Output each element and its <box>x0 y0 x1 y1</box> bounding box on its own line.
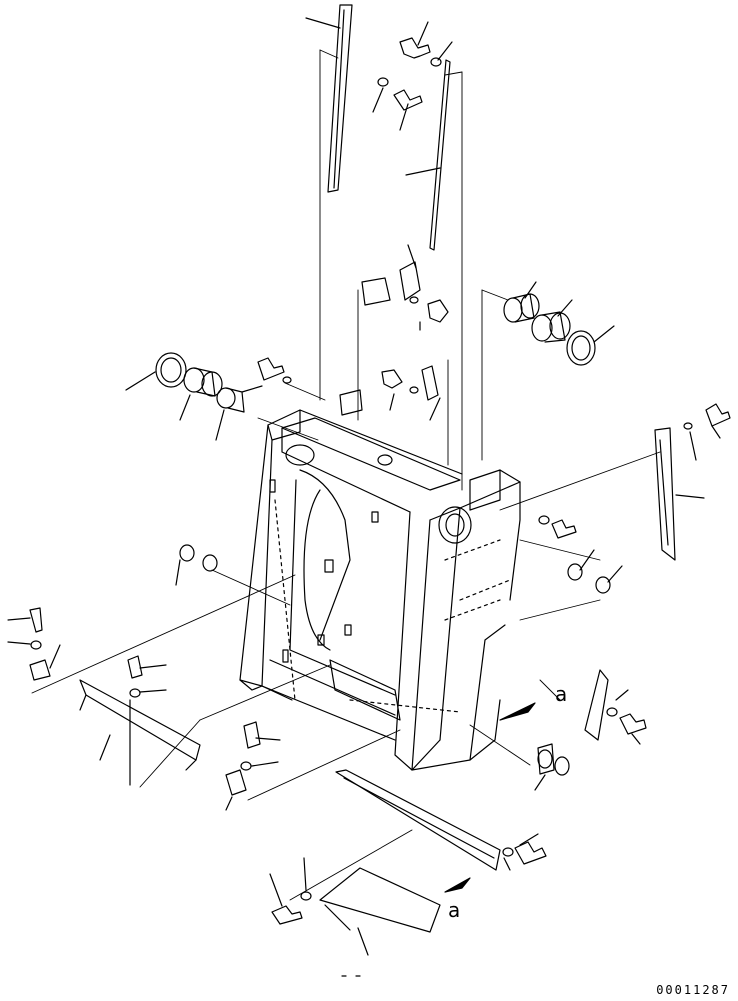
left-small-parts <box>7 544 218 681</box>
callout-letter-a-1: a <box>555 682 568 706</box>
top-strip-part <box>305 4 353 193</box>
bottom-left-angle <box>79 655 281 811</box>
right-side-plate <box>654 403 731 561</box>
left-bushings <box>125 352 292 441</box>
bottom-plates <box>269 769 547 956</box>
document-number: 00011287 <box>656 983 730 997</box>
right-mid-parts <box>534 515 647 791</box>
top-bolts <box>372 21 453 131</box>
main-frame <box>239 409 521 771</box>
callout-letter-a-2: a <box>448 898 461 922</box>
right-bushings <box>503 281 615 366</box>
hinge-brackets <box>339 244 449 421</box>
hidden-lines <box>274 499 511 713</box>
long-rod-part <box>405 59 451 251</box>
leader-lines <box>31 49 661 901</box>
callout-arrows <box>444 702 536 893</box>
